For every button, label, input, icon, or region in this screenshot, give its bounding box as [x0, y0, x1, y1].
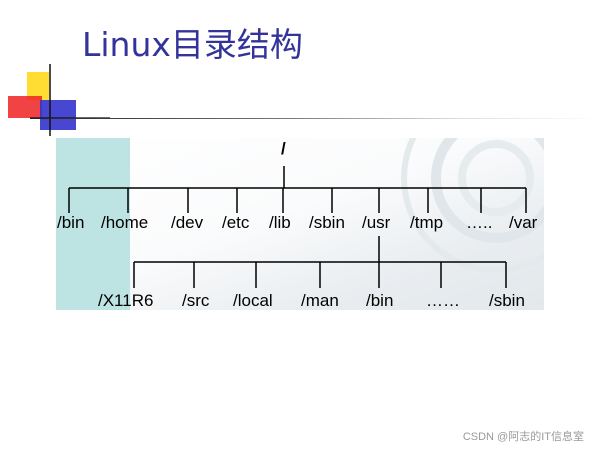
dir-usr-src: /src — [182, 291, 210, 310]
dir-usr-man: /man — [301, 291, 339, 310]
dir-usr-sbin: /sbin — [489, 291, 525, 310]
title-divider — [30, 118, 600, 119]
dir-more-level1: ….. — [466, 213, 493, 232]
tree-root: / — [281, 139, 286, 158]
dir-usr-more: …… — [426, 291, 460, 310]
dir-usr-local: /local — [233, 291, 273, 310]
page-title: Linux目录结构 — [82, 25, 303, 64]
dir-home: /home — [101, 213, 149, 232]
dir-lib: /lib — [269, 213, 291, 232]
dir-sbin: /sbin — [309, 213, 345, 232]
diagram-background — [56, 138, 544, 310]
dir-var: /var — [509, 213, 538, 232]
dir-usr-x11r6: /X11R6 — [98, 291, 154, 310]
watermark: CSDN @阿志的IT信息室 — [462, 431, 584, 443]
dir-dev: /dev — [171, 213, 204, 232]
dir-etc: /etc — [222, 213, 250, 232]
dir-usr-bin: /bin — [366, 291, 394, 310]
dir-bin: /bin — [57, 213, 85, 232]
directory-tree — [68, 166, 527, 288]
dir-tmp: /tmp — [410, 213, 444, 232]
swirl-decoration — [401, 138, 544, 273]
bin-highlight — [56, 138, 130, 310]
dir-usr: /usr — [362, 213, 391, 232]
slide-logo-icon — [8, 64, 110, 136]
